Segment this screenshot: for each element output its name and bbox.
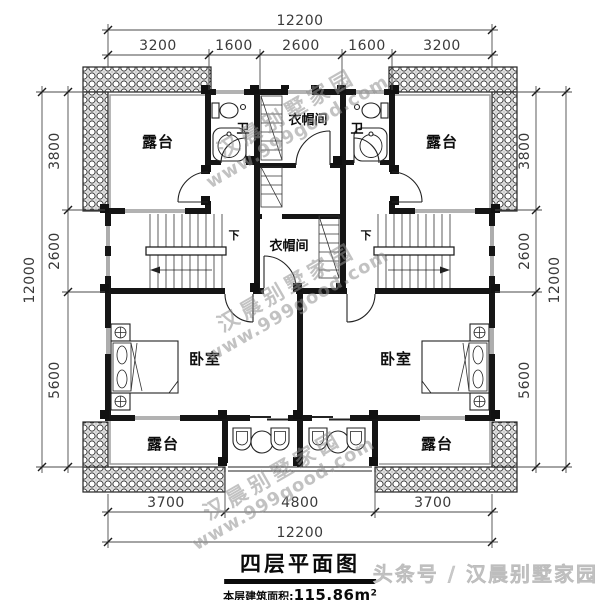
dim-left-seg-1: 2600 — [47, 232, 63, 270]
balcony-sliding-doors — [250, 415, 350, 421]
room-label-bath-right: 卫 — [350, 122, 363, 137]
dim-top-seg-2: 2600 — [282, 38, 320, 54]
dim-top-seg-3: 1600 — [348, 38, 386, 54]
room-label-cloakroom-mid: 衣帽间 — [269, 238, 308, 254]
dim-top-seg-1: 1600 — [215, 38, 253, 54]
doors — [177, 130, 423, 323]
balcony-furniture — [232, 427, 366, 454]
dimension-labels: 12200 3200 1600 2600 1600 3200 12000 380… — [22, 13, 563, 541]
dim-top-seg-0: 3200 — [139, 38, 177, 54]
dim-bottom-seg-1: 4800 — [281, 495, 319, 511]
dim-left-seg-0: 3800 — [47, 132, 63, 170]
terrace-inner-lines — [109, 94, 491, 465]
balcony-front-edge — [228, 466, 372, 472]
dim-right-total: 12000 — [547, 256, 563, 303]
title-underline — [224, 579, 376, 584]
bed-right — [421, 323, 490, 411]
plan-title: 四层平面图 — [240, 552, 360, 576]
floor-area-value: 115.86m — [293, 586, 371, 600]
columns — [100, 85, 500, 466]
title-block: 四层平面图 本层建筑面积:115.86m2 — [223, 548, 377, 600]
dim-right-seg-0: 3800 — [517, 132, 533, 170]
footer-watermark: 头条号 / 汉晨别墅家园 — [372, 562, 598, 586]
stair-down-label-right: 下 — [361, 229, 372, 242]
room-label-terrace-tl: 露台 — [142, 133, 174, 151]
room-label-terrace-tr: 露台 — [426, 133, 458, 151]
dim-bottom-total: 12200 — [276, 525, 323, 541]
floor-area-label: 本层建筑面积: — [223, 590, 294, 600]
staircase-right — [373, 214, 455, 288]
dim-bottom-seg-2: 3700 — [414, 495, 452, 511]
dimension-ticks — [37, 25, 571, 547]
stair-down-label-left: 下 — [229, 229, 240, 242]
staircase-left — [145, 214, 227, 288]
dim-top-seg-4: 3200 — [423, 38, 461, 54]
room-label-terrace-br: 露台 — [421, 435, 453, 453]
dim-right-seg-2: 5600 — [517, 361, 533, 399]
bed-left — [110, 323, 179, 411]
room-label-bedroom-right: 卧室 — [380, 350, 412, 368]
room-label-bath-left: 卫 — [236, 122, 249, 137]
windows — [105, 89, 495, 421]
dim-top-total: 12200 — [276, 13, 323, 29]
room-label-cloakroom-top: 衣帽间 — [288, 112, 327, 128]
room-label-bedroom-left: 卧室 — [189, 350, 221, 368]
dim-right-seg-1: 2600 — [517, 232, 533, 270]
dim-left-total: 12000 — [22, 256, 38, 303]
closet-shelving — [260, 95, 340, 279]
room-labels: 露台 露台 卫 卫 衣帽间 衣帽间 卧室 卧室 露台 露台 下 下 — [142, 112, 458, 453]
floor-area-superscript: 2 — [370, 588, 377, 599]
floor-area-line: 本层建筑面积:115.86m2 — [223, 586, 377, 600]
dim-left-seg-2: 5600 — [47, 361, 63, 399]
room-label-terrace-bl: 露台 — [147, 435, 179, 453]
terrace-railings — [82, 66, 518, 493]
dim-bottom-seg-0: 3700 — [147, 495, 185, 511]
dimension-lines — [36, 24, 572, 548]
